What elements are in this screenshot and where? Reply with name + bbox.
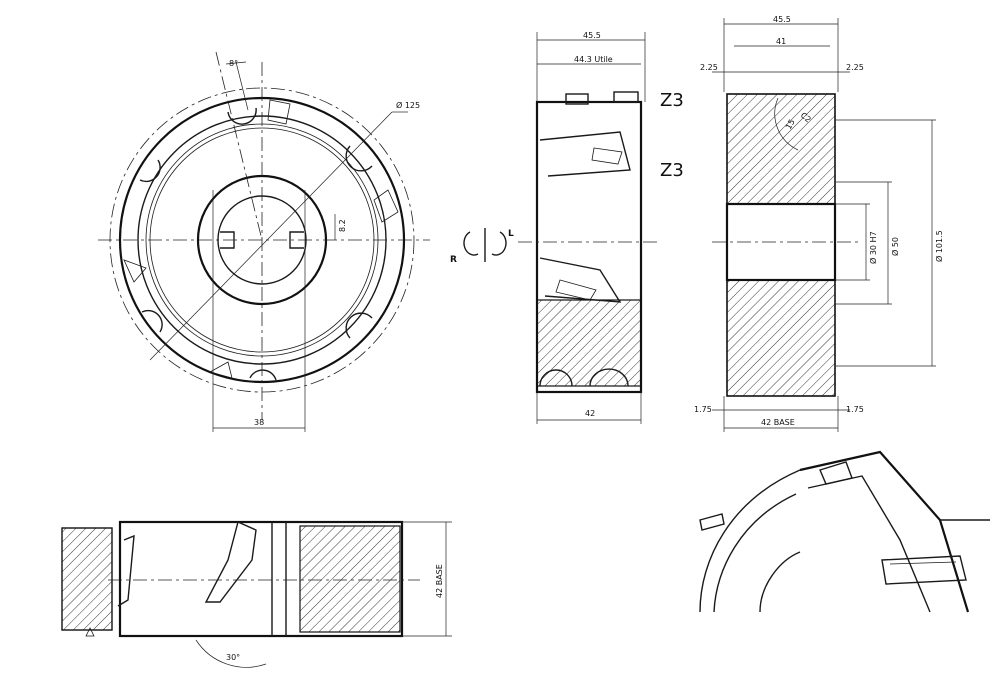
side-tooth-band-upper: [539, 131, 631, 177]
angle-arc: [225, 61, 247, 65]
iso-tooth-1: [819, 461, 853, 485]
rotation-symbol: R L: [450, 228, 514, 265]
side-tooth-band-lower: [539, 257, 622, 303]
keyway-right: [289, 231, 304, 249]
iso-outer-rim: [699, 469, 801, 613]
iso-knife-line: [889, 561, 957, 565]
side-z3-lower: Z3: [660, 160, 684, 181]
bottom-hatched-section: [299, 525, 401, 633]
side-knife-upper: [591, 147, 623, 165]
gullet-bottom: [249, 369, 277, 381]
bottom-angle-label: 30°: [226, 653, 240, 662]
section-base-label: 42 BASE: [761, 418, 795, 427]
side-useful-label: 44.3 Utile: [574, 55, 613, 64]
bottom-left-block: [61, 527, 113, 631]
iso-body-face: [807, 475, 931, 613]
isometric-detail: [699, 450, 990, 613]
section-base-left-label: 1.75: [694, 405, 712, 414]
front-keyway-label: 8.2: [338, 219, 347, 232]
section-offset-left-label: 2.25: [700, 63, 718, 72]
bottom-knife-edge: [117, 534, 135, 607]
rotation-right-label: R: [450, 255, 457, 265]
section-angle-label: 15: [784, 118, 797, 131]
knife-left: [123, 259, 147, 283]
section-angle-arc: [774, 97, 799, 151]
side-hub-section: [536, 299, 642, 387]
section-outer-label: Ø 101.5: [934, 230, 944, 262]
iso-tooth-2: [881, 555, 967, 585]
section-overall-label: 45.5: [773, 15, 791, 24]
side-tooth-2: [613, 91, 639, 103]
section-bore-label: Ø 30 H7: [868, 231, 878, 264]
section-lower-body: [726, 279, 836, 397]
bottom-datum-icon: [85, 627, 95, 637]
side-view: 45.5 44.3 Utile Z3 Z3 42 R L: [450, 31, 684, 424]
side-overall-label: 45.5: [583, 31, 601, 40]
rotation-left-label: L: [508, 229, 514, 239]
section-hub-label: Ø 50: [890, 237, 900, 256]
side-body-outline: [535, 100, 643, 394]
iso-tooth-3: [699, 513, 725, 531]
side-gullet-left: [539, 369, 573, 387]
gullet-top: [227, 107, 257, 125]
side-gullet-right: [589, 368, 629, 387]
gullet-lower-left: [141, 309, 163, 333]
side-width-label: 42: [585, 409, 595, 418]
knife-right: [373, 189, 399, 223]
front-diameter-label: Ø 125: [396, 100, 420, 110]
section-upper-body: [726, 93, 836, 205]
section-base-right-label: 1.75: [846, 405, 864, 414]
diameter-leader: [149, 111, 393, 361]
bottom-body-outline: [118, 520, 404, 638]
side-knife-lower: [555, 279, 597, 301]
bottom-angle-arc: [195, 639, 267, 668]
bottom-base-label: 42 BASE: [435, 564, 444, 598]
angled-centerline: [215, 51, 263, 241]
side-z3-upper: Z3: [660, 90, 684, 111]
section-inner-label: 41: [776, 37, 786, 46]
knife-bottom: [208, 361, 233, 379]
bottom-tooth-slot: [204, 521, 257, 603]
front-width-label: 38: [254, 418, 264, 427]
gullet-lower-right: [345, 312, 373, 339]
side-tooth-1: [565, 93, 589, 105]
angle-leader-1: [235, 61, 249, 111]
section-offset-right-label: 2.25: [846, 63, 864, 72]
iso-body-top: [799, 450, 970, 613]
gullet-upper-left: [139, 159, 161, 183]
rotation-right-arrow-icon: [463, 231, 479, 256]
iso-inner-rim: [713, 493, 797, 613]
section-view: 45.5 41 2.25 2.25 15 C2 Ø 30 H7 Ø 50 Ø 1…: [694, 15, 944, 432]
bottom-view: 42 BASE 30°: [61, 520, 452, 668]
front-angle-label: 8°: [229, 59, 238, 68]
knife-top: [267, 99, 291, 125]
iso-hub-arc: [759, 551, 801, 613]
front-view: 8° Ø 125 8.2 38: [98, 51, 430, 432]
rotation-left-arrow-icon: [491, 231, 507, 256]
gullet-upper-right: [345, 145, 373, 172]
